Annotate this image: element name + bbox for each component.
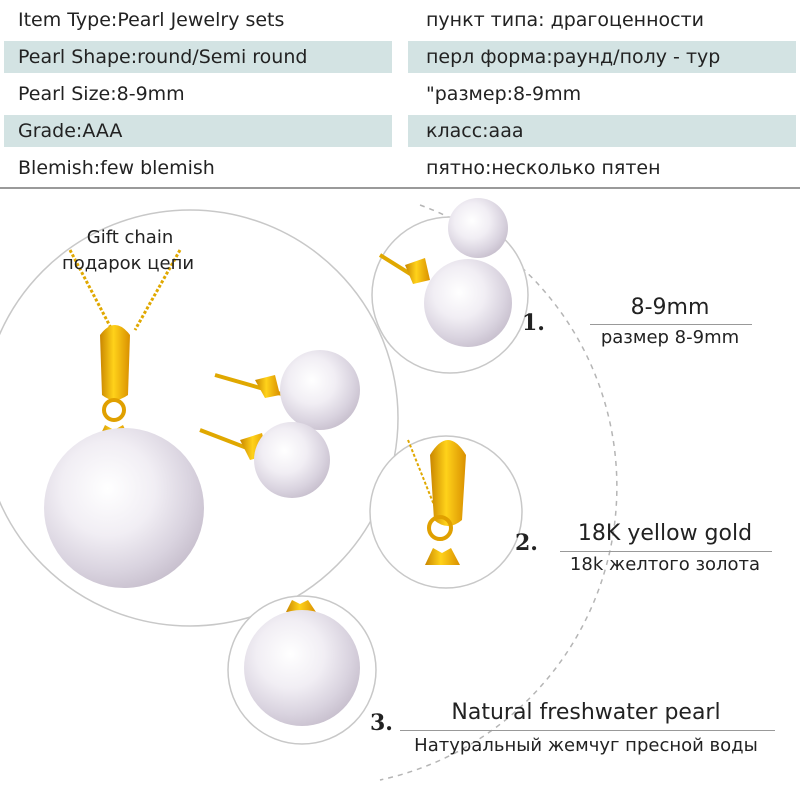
feature-sub-text: размер 8-9mm — [600, 327, 740, 348]
gift-chain-label-en: Gift chain — [86, 227, 174, 248]
spec-en: Item Type:Pearl Jewelry sets — [18, 9, 285, 31]
feature-main-text: 18K yellow gold — [577, 521, 753, 546]
stud-pearl — [280, 350, 360, 430]
dashed-arc — [379, 204, 618, 781]
feature-number: 2. — [515, 530, 538, 556]
feature-number: 3. — [370, 710, 393, 736]
spec-row: Grade:AAA класс:ааа — [0, 113, 800, 150]
chain — [133, 249, 182, 331]
chain — [68, 249, 114, 331]
spec-en: Pearl Size:8-9mm — [18, 83, 185, 105]
spec-ru: пятно:несколько пятен — [426, 157, 661, 179]
spec-row: Blemish:few blemish пятно:несколько пяте… — [0, 150, 800, 187]
spec-row: Item Type:Pearl Jewelry sets пункт типа:… — [0, 2, 800, 39]
detail-pearl — [244, 610, 360, 726]
spec-en: Grade:AAA — [4, 115, 392, 147]
feature-divider — [400, 730, 775, 731]
spec-ru: перл форма:раунд/полу - тур — [408, 41, 796, 73]
gift-chain-label-ru: подарок цепи — [61, 253, 195, 274]
spec-ru: класс:ааа — [408, 115, 796, 147]
feature-sub-text: 18k желтого золота — [569, 554, 761, 575]
pendant-pearl — [44, 428, 204, 588]
pendant-bail — [100, 325, 130, 400]
table-divider — [0, 187, 800, 189]
feature-sub-text: Натуральный жемчуг пресной воды — [414, 735, 758, 756]
feature-number: 1. — [522, 310, 545, 336]
feature-divider — [590, 324, 752, 325]
feature-main-text: Natural freshwater pearl — [451, 700, 721, 725]
spec-row: Pearl Shape:round/Semi round перл форма:… — [0, 39, 800, 76]
feature-main-text: 8-9mm — [630, 295, 710, 320]
spec-row: Pearl Size:8-9mm "размер:8-9mm — [0, 76, 800, 113]
stud-pearl — [254, 422, 330, 498]
spec-ru: "размер:8-9mm — [426, 83, 582, 105]
spec-ru: пункт типа: драгоценности — [426, 9, 704, 31]
spec-en: Pearl Shape:round/Semi round — [4, 41, 392, 73]
spec-en: Blemish:few blemish — [18, 157, 215, 179]
feature-divider — [560, 551, 772, 552]
